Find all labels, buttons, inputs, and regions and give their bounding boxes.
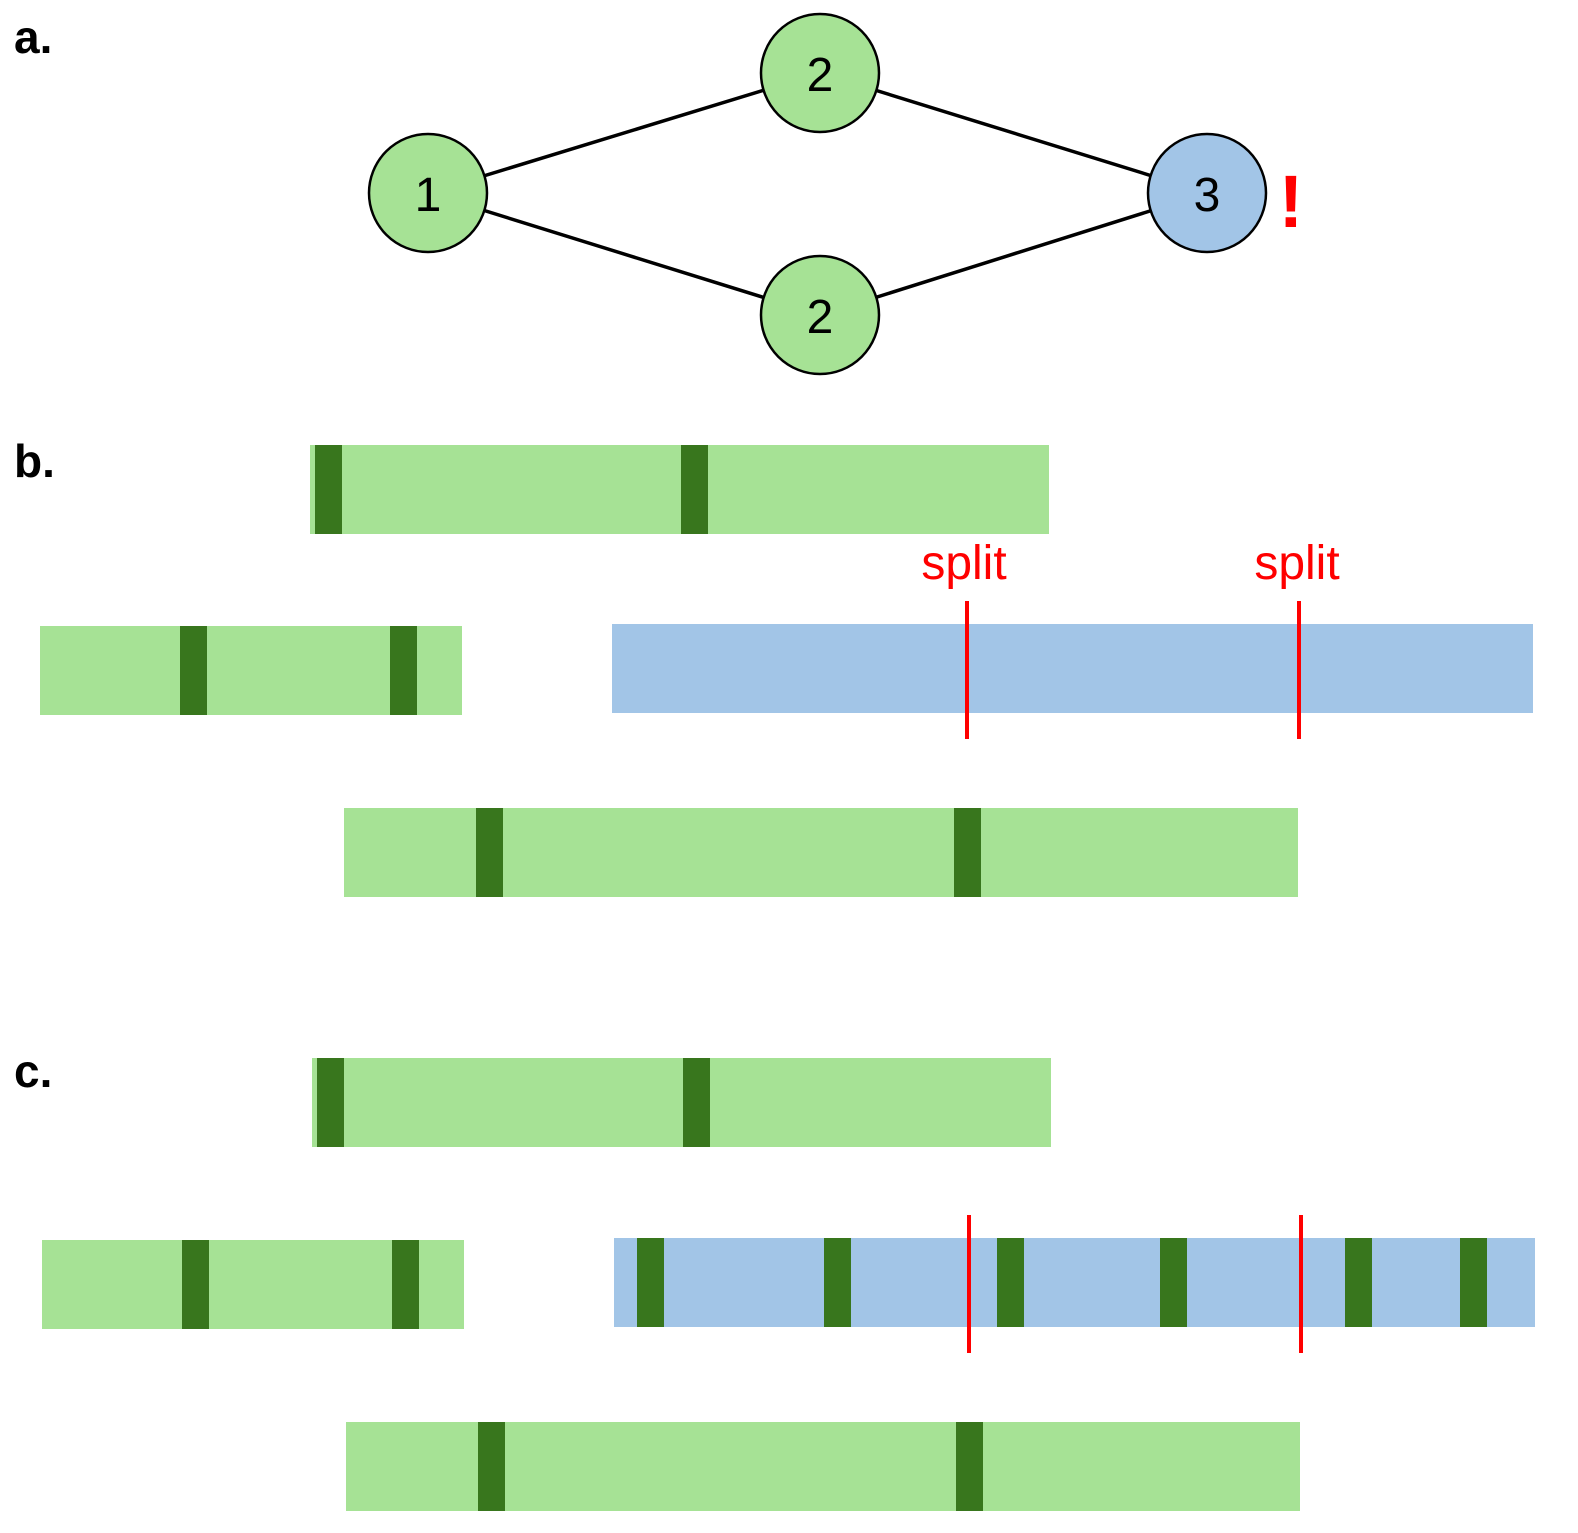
split-label-1: split xyxy=(921,537,1007,590)
marker-band xyxy=(683,1058,710,1147)
marker-band xyxy=(997,1238,1024,1327)
graph-diagram: 1 2 2 3 ! xyxy=(367,12,1304,376)
read-bar-b-bottom xyxy=(344,808,1298,897)
marker-band xyxy=(315,445,342,534)
edge-2-bottom-3 xyxy=(819,191,1208,317)
marker-band xyxy=(317,1058,344,1147)
node-1-label: 1 xyxy=(415,169,442,222)
edge-1-2-bottom xyxy=(427,191,821,317)
marker-band xyxy=(681,445,708,534)
marker-band xyxy=(1460,1238,1487,1327)
split-line-b-2 xyxy=(1297,601,1301,739)
node-3-label: 3 xyxy=(1194,169,1221,222)
edge-2-top-3 xyxy=(819,71,1208,195)
node-3: 3 xyxy=(1146,132,1268,254)
marker-band xyxy=(390,626,417,715)
marker-band xyxy=(1160,1238,1187,1327)
contig-bar-b-blue xyxy=(612,624,1533,713)
node-1: 1 xyxy=(367,132,489,254)
node-2-bottom-label: 2 xyxy=(807,291,834,344)
read-bar-b-top xyxy=(310,445,1049,534)
read-bar-c-bottom xyxy=(346,1422,1300,1511)
panel-label-b: b. xyxy=(14,435,55,487)
panel-label-c: c. xyxy=(14,1045,53,1097)
marker-band xyxy=(824,1238,851,1327)
contig-bar-c-blue xyxy=(614,1238,1535,1327)
marker-band xyxy=(478,1422,505,1511)
marker-band xyxy=(954,808,981,897)
marker-band xyxy=(180,626,207,715)
marker-band xyxy=(637,1238,664,1327)
graph-edges xyxy=(427,71,1208,317)
split-line-b-1 xyxy=(965,601,969,739)
panel-label-a: a. xyxy=(14,11,53,63)
marker-band xyxy=(182,1240,209,1329)
split-line-c-2 xyxy=(1299,1215,1303,1353)
split-label-2: split xyxy=(1254,537,1340,590)
split-line-c-1 xyxy=(967,1215,971,1353)
marker-band xyxy=(392,1240,419,1329)
node-2-top-label: 2 xyxy=(807,49,834,102)
read-bar-b-left xyxy=(40,626,462,715)
node-2-bottom: 2 xyxy=(759,254,881,376)
edge-1-2-top xyxy=(427,71,821,195)
marker-band xyxy=(956,1422,983,1511)
node-2-top: 2 xyxy=(759,12,881,134)
alert-exclamation-icon: ! xyxy=(1279,160,1304,243)
read-bar-c-left xyxy=(42,1240,464,1329)
read-bar-c-top xyxy=(312,1058,1051,1147)
marker-band xyxy=(476,808,503,897)
marker-band xyxy=(1345,1238,1372,1327)
